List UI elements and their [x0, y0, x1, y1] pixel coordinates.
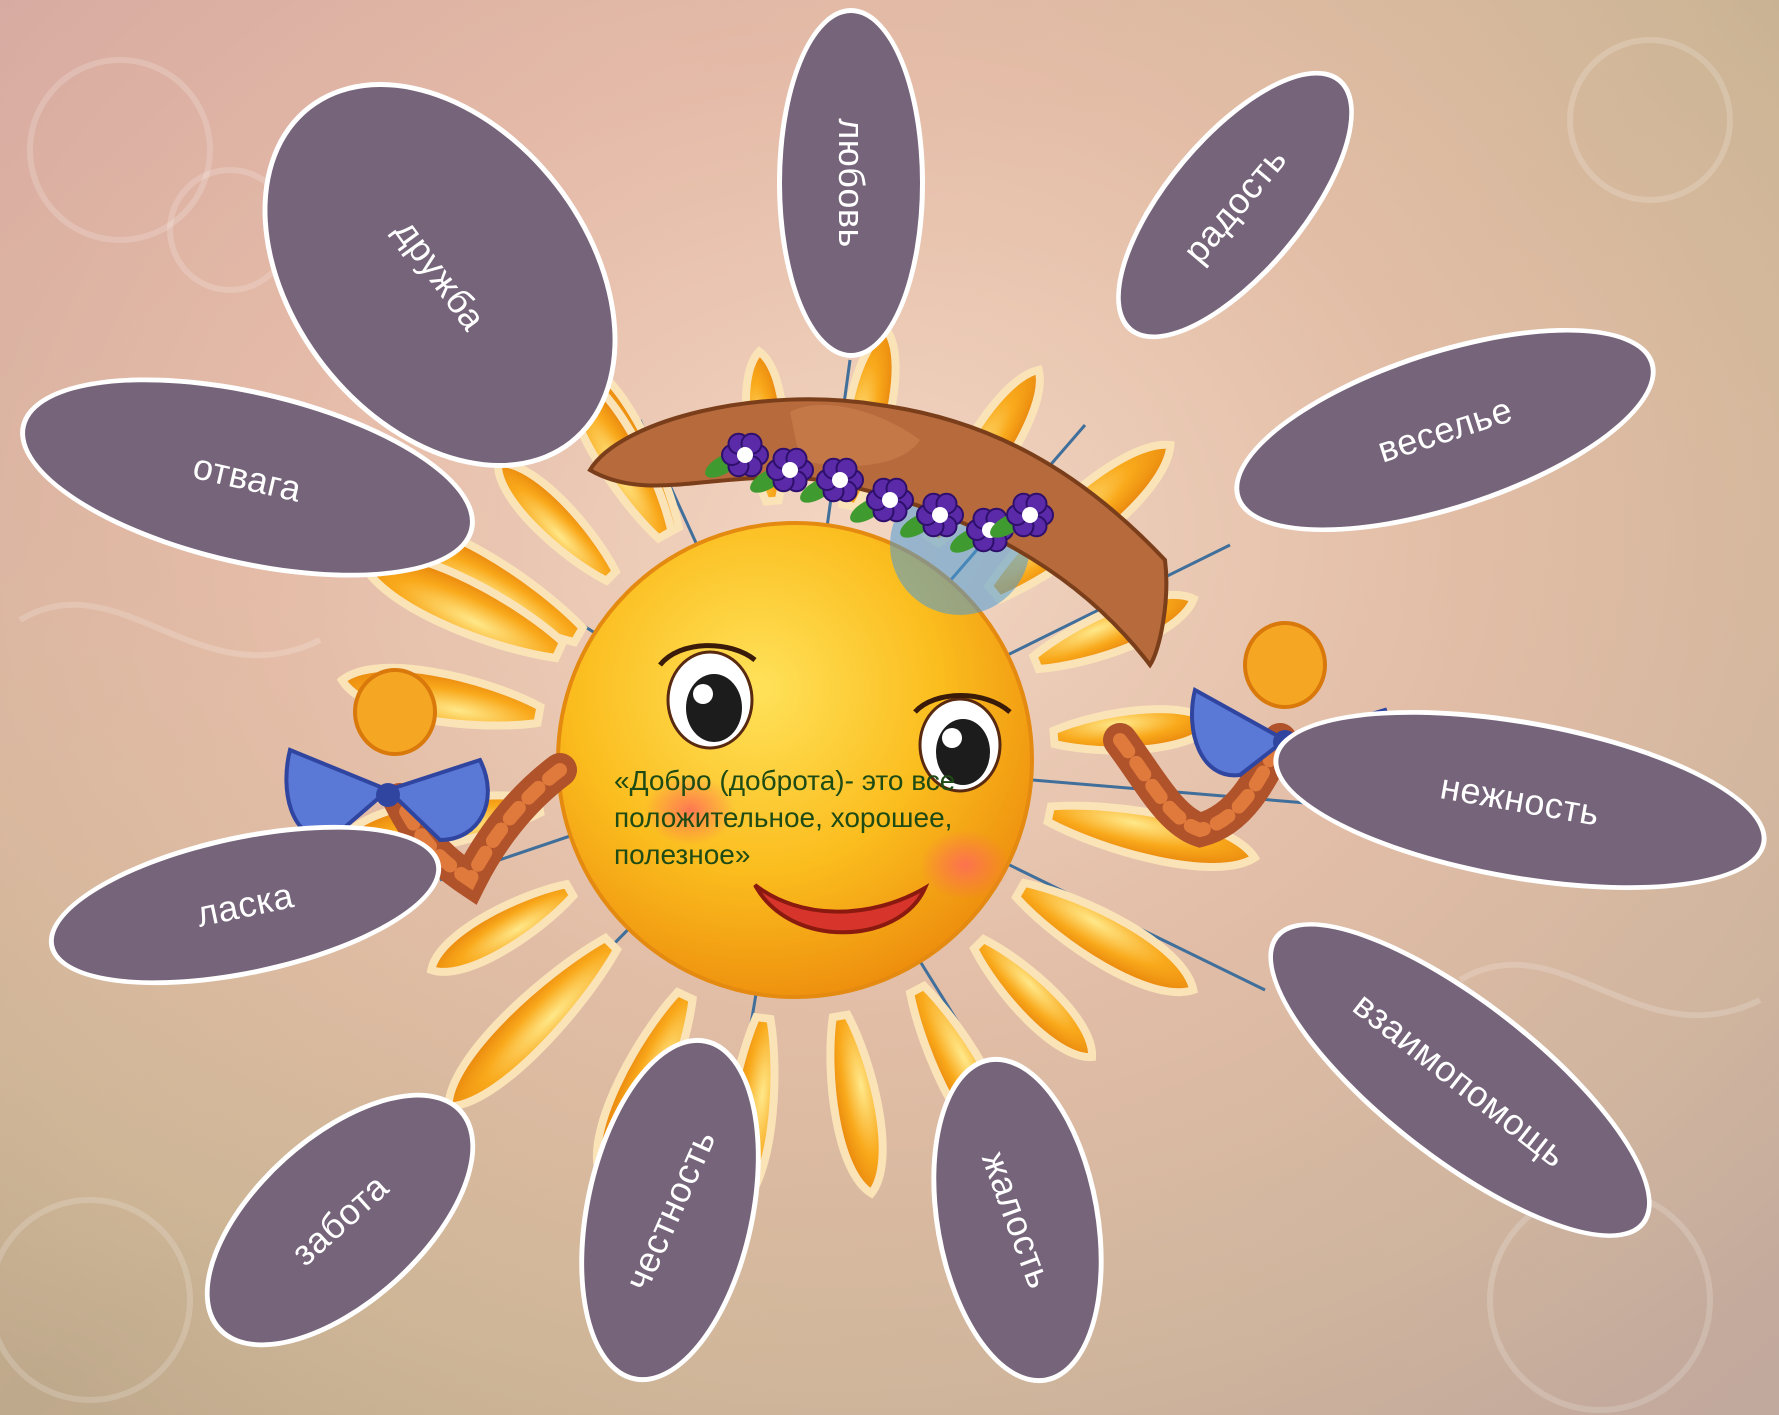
petal-lyubov: любовь [777, 8, 925, 358]
petal-label: жалость [973, 1146, 1061, 1294]
sun-ray [819, 1012, 893, 1197]
petal-label: забота [283, 1166, 397, 1274]
petal-label: нежность [1437, 765, 1603, 834]
petal-label: честность [616, 1123, 724, 1296]
petal-label: отвага [189, 445, 305, 511]
petal-label: радость [1175, 139, 1296, 272]
petal-label: ласка [193, 874, 298, 935]
petal-label: любовь [830, 118, 872, 248]
center-definition-text: «Добро (доброта)- это все положительное,… [614, 762, 1084, 873]
petal-label: веселье [1372, 389, 1517, 472]
petal-label: дружба [386, 212, 494, 339]
